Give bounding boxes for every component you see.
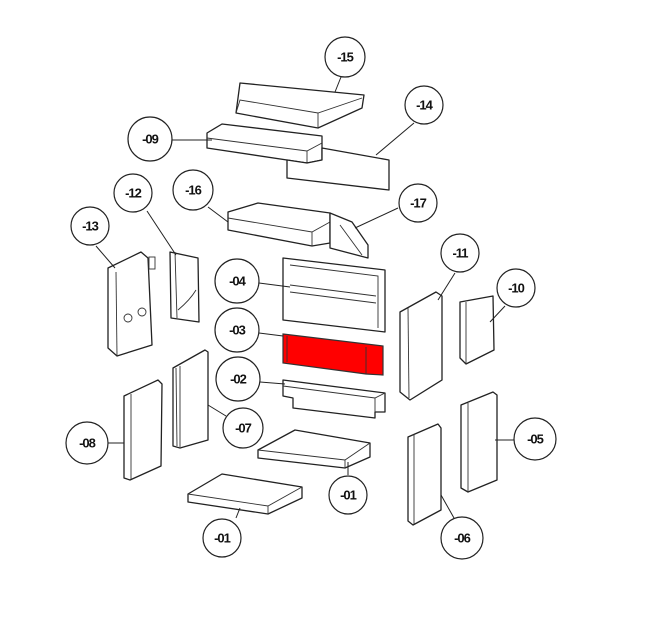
part-03-highlighted-brick[interactable]: [282, 333, 384, 376]
callout-circle: [404, 85, 444, 125]
callout-circle: [214, 258, 260, 304]
callout-label: -14: [416, 98, 434, 113]
callout-label: -01: [340, 488, 357, 503]
callout-circle: [214, 307, 260, 353]
callout-label: -09: [142, 132, 159, 147]
callout-label: -05: [527, 432, 544, 447]
callout-p03[interactable]: -03: [214, 307, 260, 353]
callout-p16[interactable]: -16: [172, 169, 214, 211]
callout-circle: [496, 268, 536, 308]
callout-circle: [172, 169, 214, 211]
callout-p13[interactable]: -13: [70, 206, 110, 246]
callout-label: -01: [214, 531, 231, 546]
part-13-side-panel[interactable]: [107, 251, 156, 357]
callout-circle: [328, 475, 368, 515]
callout-label: -07: [235, 421, 252, 436]
callout-circle: [513, 417, 557, 461]
callout-circle: [324, 36, 366, 78]
callout-circle: [222, 407, 264, 449]
part-01-floor-brick-upper[interactable]: [257, 429, 371, 469]
callout-circle: [202, 518, 242, 558]
callout-p17[interactable]: -17: [398, 183, 438, 223]
callout-circle: [65, 421, 109, 465]
part-07-side-brick[interactable]: [172, 349, 209, 449]
callout-circle: [113, 173, 153, 213]
part-04-back-wall[interactable]: [282, 257, 386, 333]
callout-p08[interactable]: -08: [65, 421, 109, 465]
callout-p12[interactable]: -12: [113, 173, 153, 213]
callout-label: -03: [229, 323, 246, 338]
callout-label: -15: [337, 50, 354, 65]
callout-label: -08: [79, 436, 96, 451]
callout-p04[interactable]: -04: [214, 258, 260, 304]
callout-label: -13: [82, 219, 99, 234]
part-09-top-bracket[interactable]: [206, 123, 323, 164]
callouts: -15 -14 -09 -12 -16 -17 -13 -11 -10 -04 -03 -02 -08 -…: [65, 36, 557, 560]
callout-label: -10: [508, 281, 525, 296]
callout-p07[interactable]: -07: [222, 407, 264, 449]
callout-p09[interactable]: -09: [127, 116, 173, 162]
part-05-side-brick[interactable]: [460, 391, 498, 493]
part-06-side-brick[interactable]: [407, 423, 442, 526]
callout-circle: [398, 183, 438, 223]
part-10-side-piece[interactable]: [459, 295, 495, 365]
callout-p14[interactable]: -14: [404, 85, 444, 125]
callout-p01a[interactable]: -01: [328, 475, 368, 515]
part-08-side-brick[interactable]: [123, 379, 163, 481]
part-11-side-wall[interactable]: [399, 291, 443, 401]
part-16-baffle[interactable]: [227, 202, 331, 247]
callout-p10[interactable]: -10: [496, 268, 536, 308]
callout-label: -16: [185, 183, 202, 198]
part-01-floor-brick-lower[interactable]: [187, 473, 303, 515]
part-17-sloped-baffle[interactable]: [329, 212, 369, 259]
callout-label: -11: [452, 246, 468, 261]
callout-circle: [70, 206, 110, 246]
callout-circle: [440, 516, 484, 560]
part-15-top-slab[interactable]: [235, 82, 365, 129]
callout-p11[interactable]: -11: [440, 233, 480, 273]
leader-lines: [95, 76, 514, 519]
part-02-lower-brick[interactable]: [282, 379, 386, 419]
callout-label: -12: [125, 186, 142, 201]
callout-p05[interactable]: -05: [513, 417, 557, 461]
callout-p15[interactable]: -15: [324, 36, 366, 78]
callout-label: -06: [454, 531, 471, 546]
callout-label: -02: [230, 372, 247, 387]
callout-circle: [127, 116, 173, 162]
callout-p02[interactable]: -02: [215, 356, 261, 402]
callout-label: -17: [410, 196, 427, 211]
part-14-panel[interactable]: [286, 147, 390, 191]
part-12-side-piece[interactable]: [169, 251, 200, 323]
callout-circle: [440, 233, 480, 273]
callout-p01b[interactable]: -01: [202, 518, 242, 558]
callout-circle: [215, 356, 261, 402]
callout-label: -04: [229, 274, 247, 289]
callout-p06[interactable]: -06: [440, 516, 484, 560]
